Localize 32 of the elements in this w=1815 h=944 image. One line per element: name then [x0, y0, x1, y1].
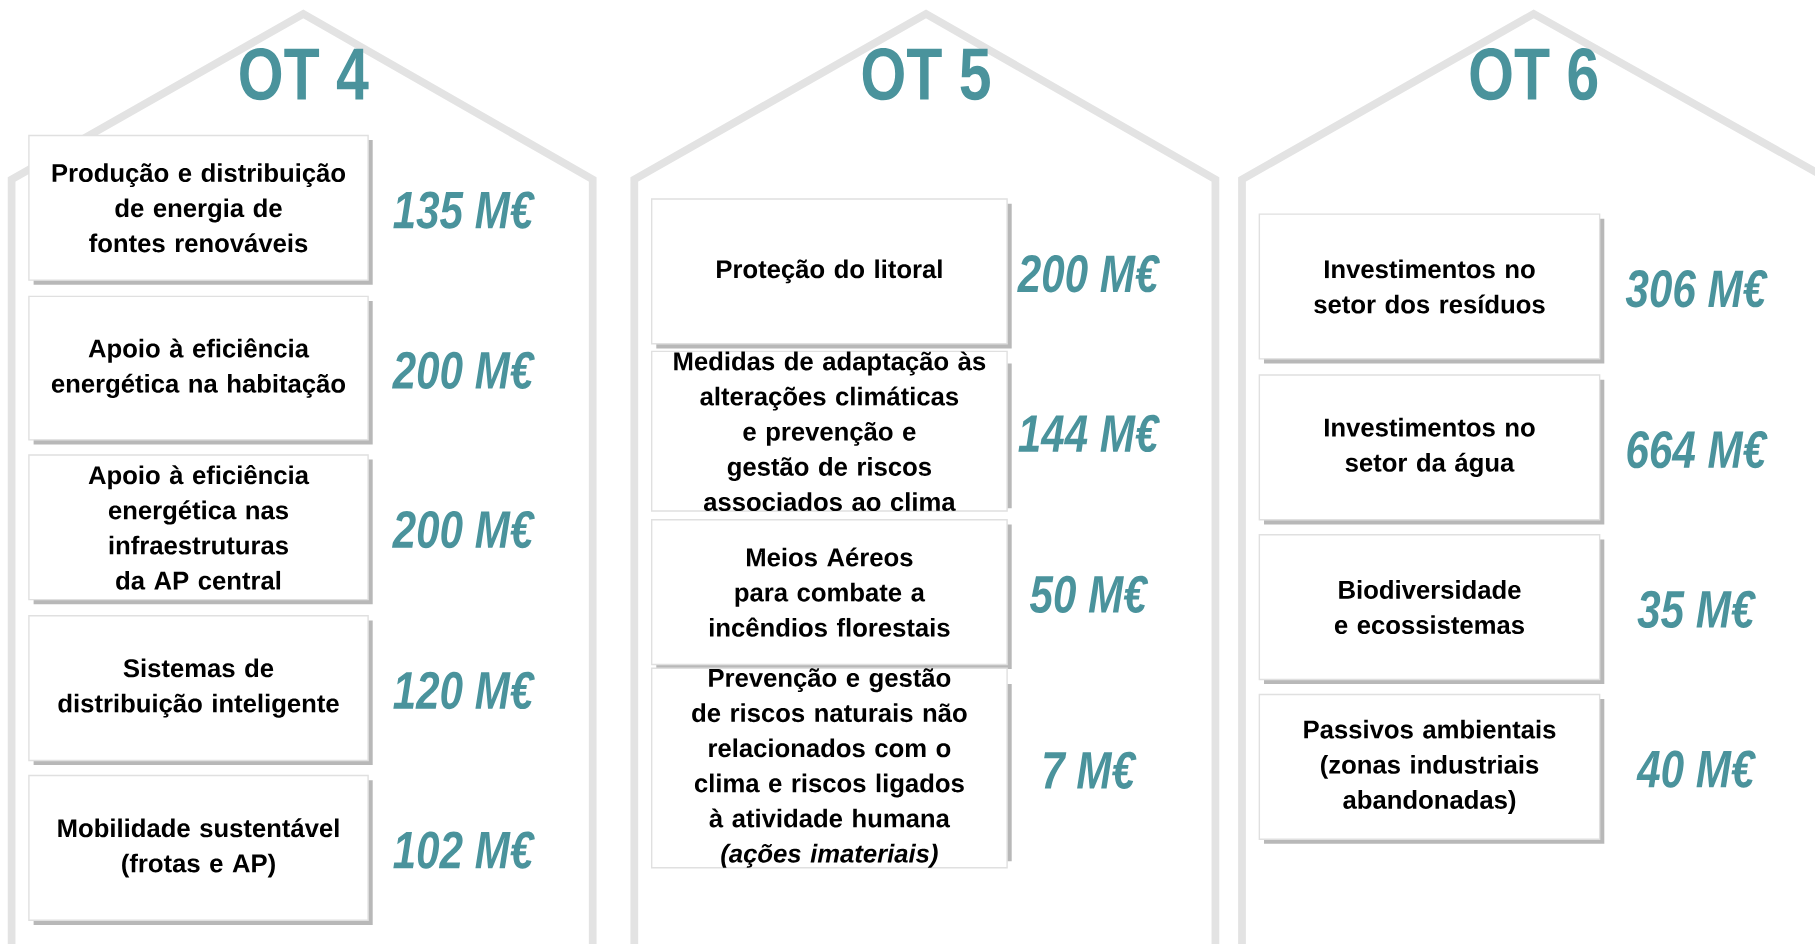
- amount-label: 40 M€: [1636, 750, 1756, 788]
- text-box: Apoio à eficiência energética na habitação: [28, 295, 373, 445]
- amount-label: 200 M€: [1017, 255, 1160, 293]
- text-box: Medidas de adaptação às alterações climáticas e prevenção e gestão de riscos associados ao clima: [651, 350, 1012, 512]
- house-title: OT 5: [862, 47, 990, 101]
- house-outline: [630, 9, 1220, 944]
- text-box: Passivos ambientais (zonas industriais abandonadas): [1258, 693, 1605, 844]
- text-box: Apoio à eficiência energética nas infraestruturas da AP central: [28, 454, 373, 605]
- text-box: Sistemas de distribuição inteligente: [28, 615, 373, 766]
- amount-label: 135 M€: [393, 191, 535, 229]
- amount-label: 144 M€: [1018, 414, 1160, 453]
- amount-label: 200 M€: [392, 510, 535, 549]
- amount-label: 35 M€: [1637, 590, 1756, 629]
- amount-label: 102 M€: [393, 831, 535, 869]
- amount-label: 120 M€: [393, 671, 535, 710]
- text-box: Investimentos no setor da água: [1258, 374, 1605, 525]
- amount-label: 7 M€: [1044, 751, 1137, 789]
- house-title: OT 6: [1470, 47, 1598, 101]
- text-box: Meios Aéreos para combate a incêndios florestais: [651, 519, 1012, 669]
- amount-label: 200 M€: [392, 351, 535, 390]
- house-outline: [1238, 9, 1815, 944]
- amount-label: 664 M€: [1627, 431, 1768, 469]
- house-outline: [7, 9, 597, 944]
- text-box: Mobilidade sustentável (frotas e AP): [28, 774, 373, 925]
- text-box: Proteção do litoral: [651, 198, 1012, 349]
- amount-label: 306 M€: [1625, 270, 1768, 308]
- text-box: Prevenção e gestão de riscos naturais não relacionados com o clima e riscos ligados à atividade humana (ações imateriais): [651, 667, 1012, 869]
- text-box: Investimentos no setor dos resíduos: [1258, 213, 1605, 364]
- amount-label: 50 M€: [1029, 575, 1149, 614]
- text-box: Produção e distribuição de energia de fontes renováveis: [28, 134, 373, 285]
- house-title: OT 4: [240, 47, 369, 101]
- text-box: Biodiversidade e ecossistemas: [1258, 534, 1605, 685]
